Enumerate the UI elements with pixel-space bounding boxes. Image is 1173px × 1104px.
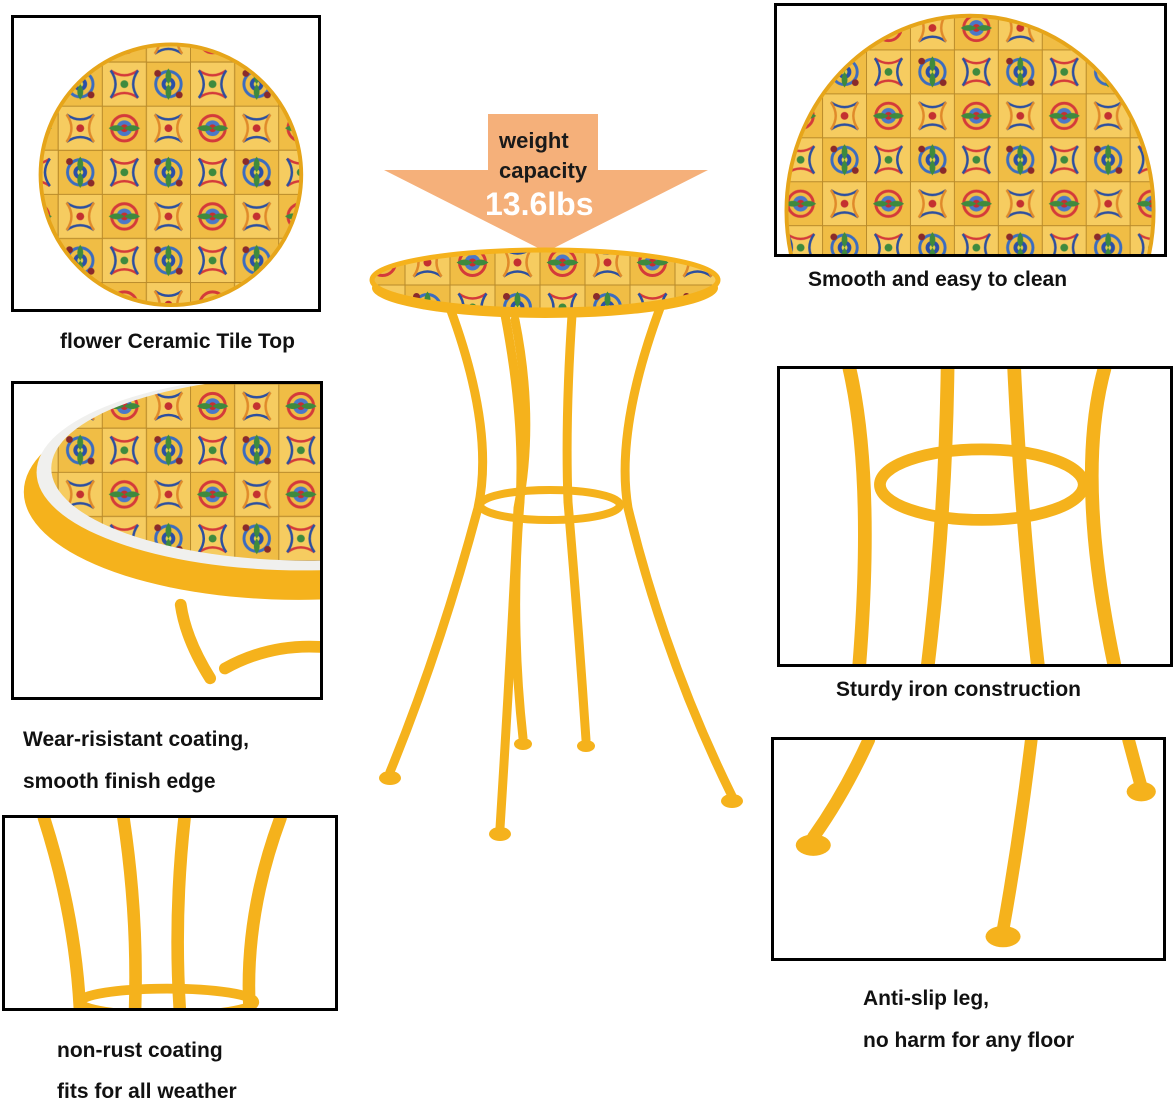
- coating-caption-line1: Wear-risistant coating,: [23, 728, 249, 751]
- anti-slip-leg-photo: [771, 737, 1166, 961]
- table-illustration: [369, 247, 743, 841]
- weight-value: 13.6lbs: [485, 186, 594, 222]
- clean-caption: Smooth and easy to clean: [808, 268, 1068, 291]
- coating-edge-photo: [11, 381, 323, 700]
- rust-caption-line2: fits for all weather: [57, 1080, 237, 1103]
- iron-caption: Sturdy iron construction: [836, 678, 1082, 701]
- rust-caption-line1: non-rust coating: [57, 1039, 223, 1062]
- antislip-caption-line1: Anti-slip leg,: [863, 987, 989, 1010]
- coating-caption-line2: smooth finish edge: [23, 770, 216, 793]
- non-rust-legs-photo: [2, 815, 338, 1011]
- antislip-caption-line2: no harm for any floor: [863, 1029, 1075, 1052]
- tile-top-caption: flower Ceramic Tile Top: [60, 330, 295, 353]
- weight-arrow: [384, 114, 708, 252]
- weight-label-line2: capacity: [499, 158, 588, 183]
- tile-top-photo: [11, 15, 321, 312]
- weight-capacity-label: weight capacity 13.6lbs: [485, 126, 607, 222]
- iron-construction-photo: [777, 366, 1173, 667]
- weight-label-line1: weight: [499, 128, 569, 153]
- clean-surface-photo: [774, 3, 1167, 257]
